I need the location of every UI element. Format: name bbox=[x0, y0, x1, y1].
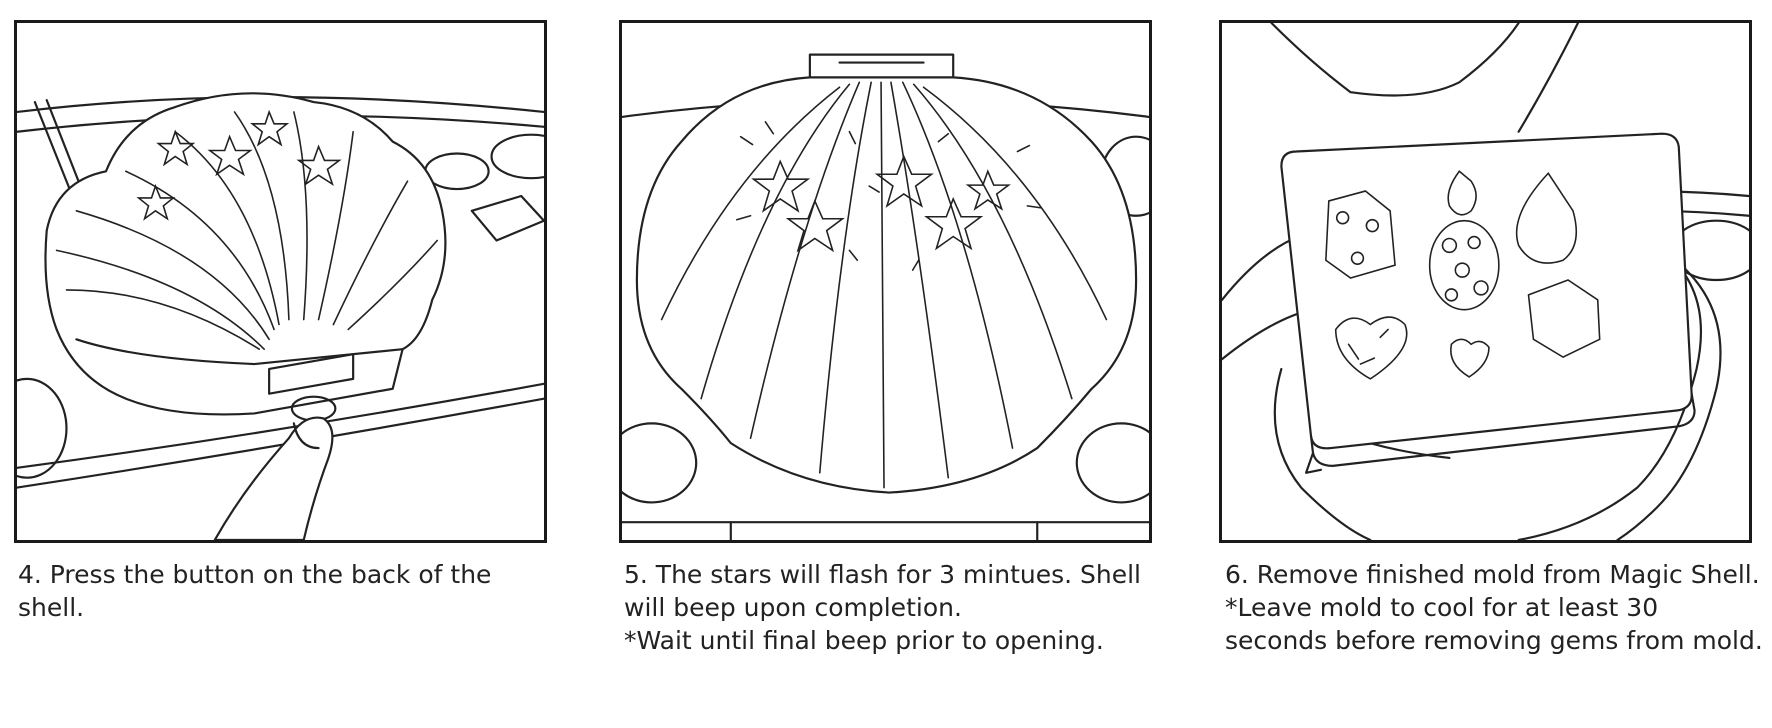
mold-with-gems-removed-illustration bbox=[1222, 23, 1749, 540]
hand-pressing-shell-button-illustration bbox=[17, 92, 544, 540]
step-6-caption: 6. Remove finished mold from Magic Shell… bbox=[1225, 558, 1765, 657]
step-5-caption: 5. The stars will flash for 3 mintues. S… bbox=[624, 558, 1164, 657]
step-4-caption-text: 4. Press the button on the back of the s… bbox=[18, 560, 492, 622]
shell-with-flashing-stars-illustration bbox=[622, 53, 1149, 540]
step-5-illustration-panel bbox=[619, 20, 1152, 543]
step-5-note-text: *Wait until final beep prior to opening. bbox=[624, 626, 1104, 655]
step-4-illustration-panel bbox=[14, 20, 547, 543]
step-5-caption-text: 5. The stars will flash for 3 mintues. S… bbox=[624, 560, 1142, 622]
step-4-caption: 4. Press the button on the back of the s… bbox=[18, 558, 558, 624]
step-6-illustration-panel bbox=[1219, 20, 1752, 543]
step-6-caption-text: 6. Remove finished mold from Magic Shell… bbox=[1225, 560, 1760, 589]
step-6-note-text: *Leave mold to cool for at least 30 seco… bbox=[1225, 593, 1763, 655]
